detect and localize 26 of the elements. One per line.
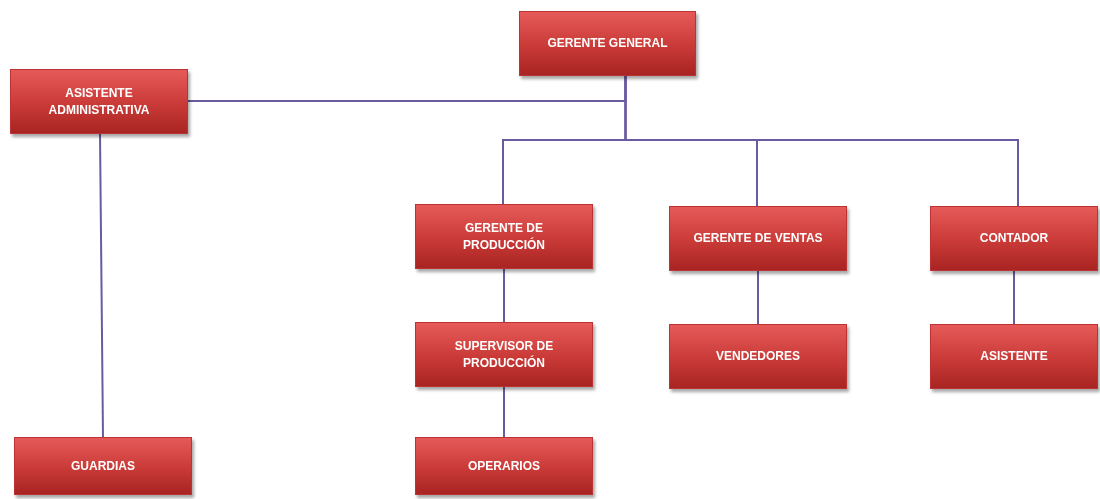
position-box: [669, 206, 847, 271]
connector-line: [503, 268, 505, 323]
position-box: [10, 69, 188, 134]
position-title: GERENTE DE VENTAS: [692, 230, 824, 247]
position-title: SUPERVISOR DE PRODUCCIÓN: [453, 337, 555, 372]
position-title: ASISTENTE ADMINISTRATIVA: [47, 84, 151, 119]
position-box: [415, 437, 593, 495]
position-title: VENDEDORES: [715, 348, 801, 365]
position-box: [415, 204, 593, 269]
position-title: CONTADOR: [978, 230, 1050, 247]
position-box: [930, 324, 1098, 389]
position-box: [519, 11, 696, 76]
position-title: GERENTE GENERAL: [546, 35, 669, 52]
position-box: [669, 324, 847, 389]
position-title: GUARDIAS: [70, 457, 136, 475]
position-title: ASISTENTE: [979, 348, 1049, 365]
position-title: OPERARIOS: [467, 457, 541, 475]
connector-line: [624, 75, 1019, 207]
connector-line: [757, 270, 759, 325]
position-title: GERENTE DE PRODUCCIÓN: [462, 219, 546, 254]
connector-line: [99, 133, 104, 438]
position-box: [930, 206, 1098, 271]
position-box: [14, 437, 192, 495]
connector-line: [503, 386, 505, 438]
position-box: [415, 322, 593, 387]
connector-line: [1013, 270, 1015, 325]
